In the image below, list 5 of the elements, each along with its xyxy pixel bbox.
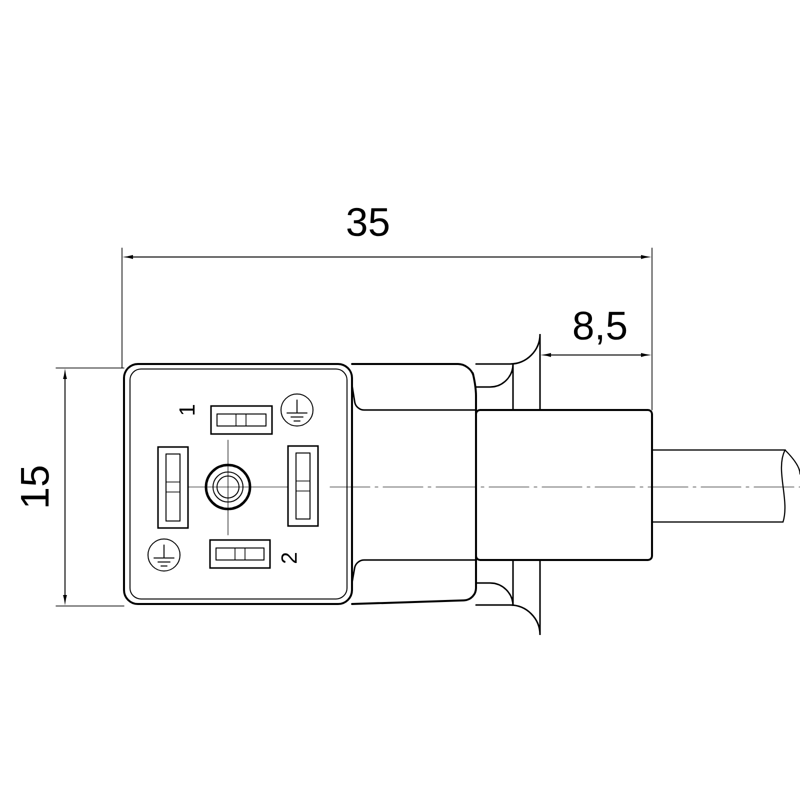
dimension-label: 15 <box>21 466 49 506</box>
dimension-label: 8,5 <box>574 311 626 345</box>
dimension-label: 35 <box>347 208 389 236</box>
pin-number: 2 <box>281 553 297 563</box>
pin-number: 1 <box>179 404 195 414</box>
